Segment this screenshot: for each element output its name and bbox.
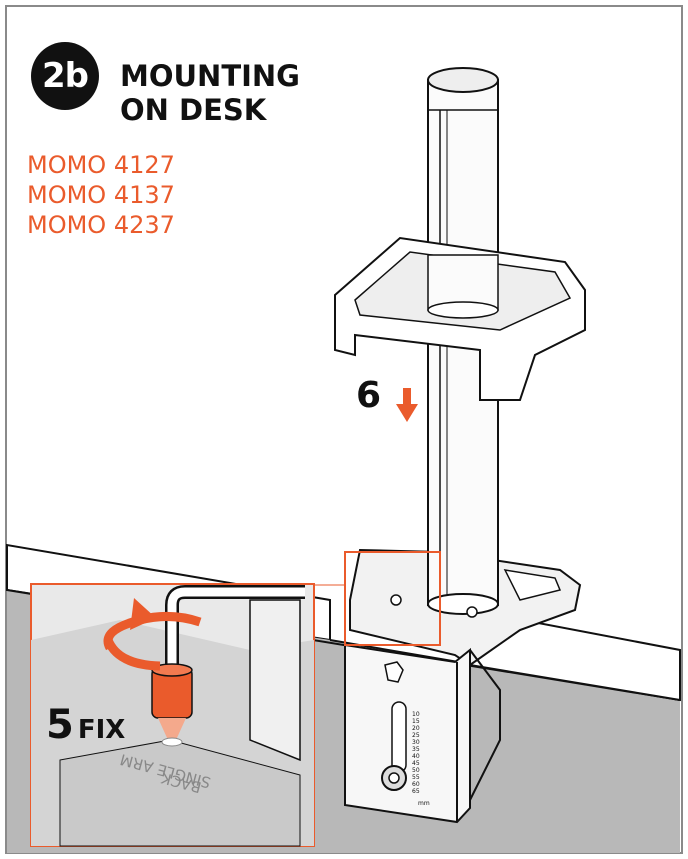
svg-text:60: 60 (412, 781, 420, 788)
page-title-line2: ON DESK (120, 93, 267, 127)
detail-highlight-box (344, 551, 441, 646)
fix-label: FIX (77, 715, 126, 745)
step-6-number: 6 (356, 375, 382, 416)
svg-text:65: 65 (412, 788, 420, 795)
model-name: MOMO 4127 (27, 151, 175, 179)
step-5-number: 5 (46, 702, 74, 748)
down-arrow-icon (396, 388, 418, 422)
svg-text:55: 55 (412, 774, 420, 781)
collar (334, 236, 586, 401)
svg-text:50: 50 (412, 767, 420, 774)
svg-text:10: 10 (412, 711, 420, 718)
rotate-arrow-icon (130, 598, 156, 630)
svg-text:45: 45 (412, 760, 420, 767)
svg-text:25: 25 (412, 732, 420, 739)
detail-inset: BACK SINGLE ARM (30, 583, 315, 847)
step-badge: 2b (31, 42, 99, 110)
model-name: MOMO 4237 (27, 211, 175, 239)
svg-text:40: 40 (412, 753, 420, 760)
model-name: MOMO 4137 (27, 181, 175, 209)
svg-text:20: 20 (412, 725, 420, 732)
page-title-line1: MOUNTING (120, 59, 300, 93)
svg-text:30: 30 (412, 739, 420, 746)
svg-text:15: 15 (412, 718, 420, 725)
svg-text:35: 35 (412, 746, 420, 753)
mm-unit: mm (418, 800, 430, 807)
